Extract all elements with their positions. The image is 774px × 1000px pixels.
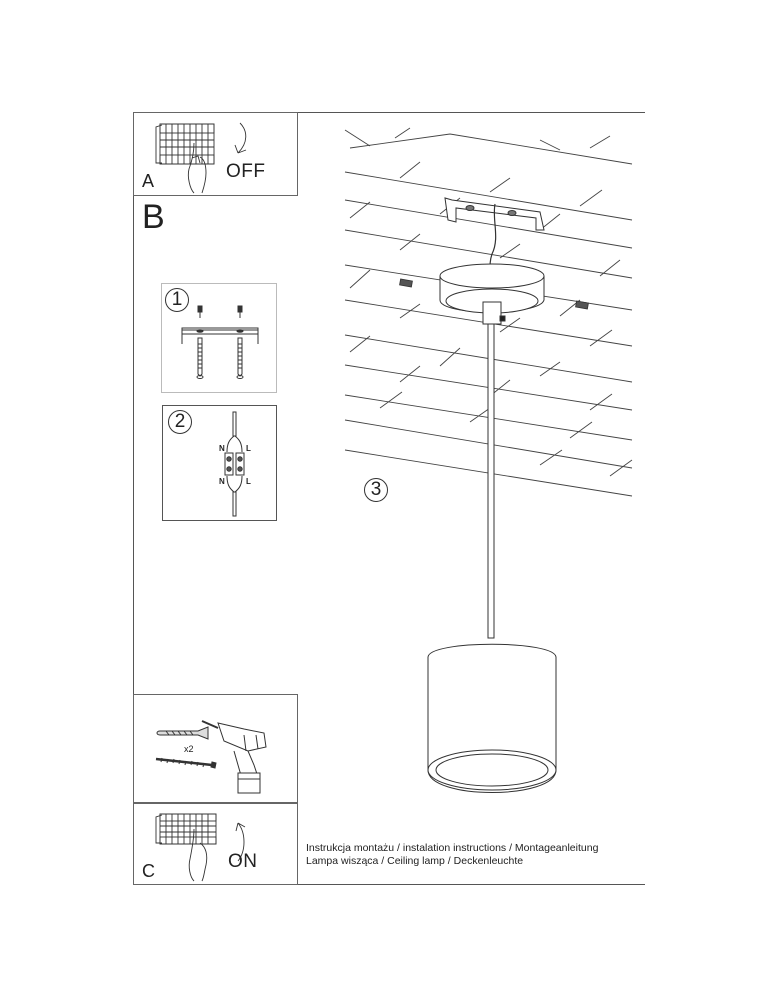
power-on-label: ON	[228, 851, 258, 872]
mounting-bracket	[444, 197, 545, 231]
drill-icon	[201, 720, 267, 794]
power-off-label: OFF	[226, 161, 266, 182]
wire-label-l-bottom: L	[246, 477, 251, 486]
wire-label-n-bottom: N	[219, 477, 225, 486]
wire-label-l-top: L	[246, 444, 251, 453]
panel-a-power-off: A OFF	[133, 112, 298, 196]
caption-line-1: Instrukcja montażu / instalation instruc…	[306, 842, 599, 854]
wire-label-n-top: N	[219, 444, 225, 453]
lamp-shade	[427, 643, 557, 793]
circuit-breaker-icon	[155, 122, 247, 194]
tools-panel: x2	[133, 694, 298, 804]
step-3-number: 3	[364, 478, 388, 502]
step-1-number: 1	[165, 288, 189, 312]
frame-top-border	[133, 112, 645, 113]
terminal-block-icon	[224, 411, 245, 517]
mounting-bracket-icon	[181, 305, 259, 379]
step-1-box: 1	[161, 283, 277, 393]
panel-c-power-on: C ON	[133, 802, 298, 885]
quantity-label: x2	[184, 744, 194, 754]
step-2-number: 2	[168, 410, 192, 434]
caption-line-2: Lampa wisząca / Ceiling lamp / Deckenleu…	[306, 855, 524, 867]
wall-plug-icon	[156, 726, 209, 740]
screw-icon	[155, 757, 217, 769]
panel-b-label: B	[142, 198, 165, 236]
canopy-screws	[399, 278, 589, 310]
pendant-lamp-icon	[344, 127, 633, 793]
circuit-breaker-icon	[155, 813, 246, 882]
frame-left-border	[133, 112, 134, 885]
panel-a-label: A	[142, 171, 155, 191]
panel-c-label: C	[142, 861, 155, 881]
step-2-box: 2 N L N L	[162, 405, 277, 521]
frame-bottom-border	[133, 884, 645, 885]
caption: Instrukcja montażu / instalation instruc…	[306, 842, 598, 868]
pendant-cable	[487, 323, 495, 639]
canopy	[439, 263, 545, 325]
